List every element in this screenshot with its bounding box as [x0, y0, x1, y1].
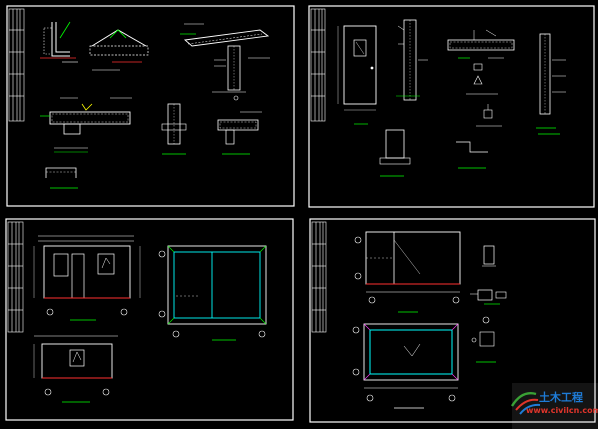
step-detail	[456, 141, 488, 169]
sheet-frame	[6, 5, 295, 207]
column-detail	[161, 103, 187, 155]
ridge-detail	[89, 29, 149, 71]
watermark-url: www.civilcn.com	[526, 406, 598, 415]
plan-view	[158, 245, 267, 341]
panel-joint-detail	[447, 29, 515, 59]
corner-detail	[40, 21, 78, 63]
connector-details	[470, 245, 507, 363]
sheet-top-left	[6, 5, 295, 207]
sheet-bottom-right	[309, 218, 596, 423]
base-plan	[352, 323, 459, 409]
wall-section-detail	[536, 33, 566, 129]
sheet-frame	[309, 218, 596, 423]
drawing-labels	[354, 123, 560, 135]
sill-detail	[379, 129, 411, 177]
watermark-backdrop	[512, 383, 598, 429]
site-watermark: 土木工程 www.civilcn.com	[510, 383, 598, 429]
sheet-top-right	[308, 5, 595, 208]
sheet-frame	[308, 5, 595, 208]
frame-elevation	[354, 231, 461, 313]
door-elevation	[337, 25, 377, 111]
anchor-detail	[45, 167, 78, 189]
watermark-brand: 土木工程	[539, 390, 583, 404]
base-detail	[217, 111, 262, 155]
floor-section-detail	[40, 97, 132, 153]
title-strip	[310, 8, 326, 122]
sheet-bottom-left	[5, 218, 294, 421]
title-strip	[8, 8, 25, 122]
door-frame-section	[396, 19, 428, 101]
title-strip	[311, 221, 327, 333]
title-strip	[7, 221, 24, 333]
watermark-logo-icon	[510, 392, 541, 415]
side-elevation	[33, 335, 118, 403]
front-elevation	[33, 235, 141, 321]
eave-detail	[180, 23, 270, 101]
sheet-frame	[5, 218, 294, 421]
fitting-details	[466, 63, 502, 127]
